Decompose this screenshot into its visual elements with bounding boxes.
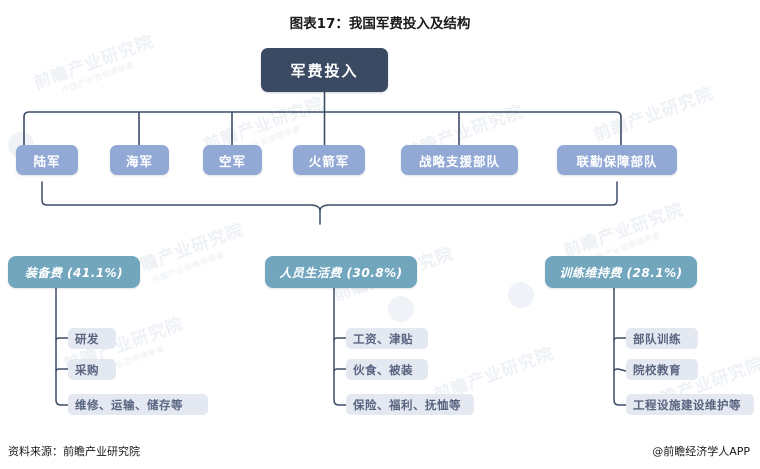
- footer-source: 资料来源：前瞻产业研究院: [8, 445, 140, 458]
- node-category-personnel-living-cost[interactable]: 人员生活费 (30.8%): [265, 256, 417, 288]
- node-leaf-food-clothing[interactable]: 伙食、被装: [346, 359, 428, 380]
- node-branch-air-force[interactable]: 空军: [203, 145, 262, 175]
- node-branch-army[interactable]: 陆军: [16, 145, 78, 175]
- footer-credit: @前瞻经济学人APP: [652, 445, 750, 458]
- node-branch-navy[interactable]: 海军: [110, 145, 169, 175]
- node-category-equipment-cost[interactable]: 装备费 (41.1%): [8, 256, 140, 288]
- node-category-training-maintenance-cost[interactable]: 训练维持费 (28.1%): [545, 256, 697, 288]
- node-root-military-spending[interactable]: 军费投入: [261, 48, 388, 92]
- node-leaf-procurement[interactable]: 采购: [68, 359, 116, 380]
- node-branch-strategic-support-force[interactable]: 战略支援部队: [401, 145, 518, 175]
- node-leaf-academy-education[interactable]: 院校教育: [626, 359, 698, 380]
- node-leaf-maintenance-transport-storage[interactable]: 维修、运输、储存等: [68, 394, 208, 415]
- node-leaf-salary-allowance[interactable]: 工资、津贴: [346, 328, 428, 349]
- node-leaf-engineering-facility-construction[interactable]: 工程设施建设维护等: [626, 394, 754, 415]
- node-leaf-insurance-welfare-pension[interactable]: 保险、福利、抚恤等: [346, 394, 474, 415]
- node-branch-rocket-force[interactable]: 火箭军: [293, 145, 365, 175]
- node-branch-joint-logistics-support-force[interactable]: 联勤保障部队: [557, 145, 677, 175]
- node-leaf-rd[interactable]: 研发: [68, 328, 116, 349]
- node-leaf-troop-training[interactable]: 部队训练: [626, 328, 698, 349]
- page-title: 图表17：我国军费投入及结构: [289, 16, 471, 32]
